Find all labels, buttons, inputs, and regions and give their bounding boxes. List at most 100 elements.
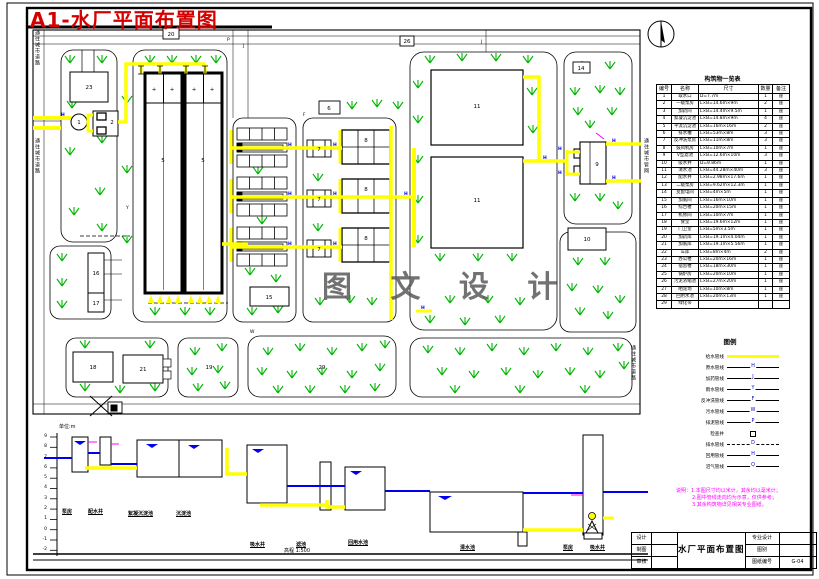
road-label-left-top: 通往城市道路 xyxy=(34,30,40,66)
pipe-h-marker: H xyxy=(421,306,425,311)
table-row: 26 污泥浓缩池 L×B=27m×20m 1 座 xyxy=(656,278,790,287)
tb-category-label: 图别 xyxy=(744,544,780,557)
box-6 xyxy=(318,100,341,115)
cell-size: L×B=18m×30m xyxy=(698,263,759,272)
col-header: 备注 xyxy=(772,84,790,94)
elevation-tick-value: 1 xyxy=(44,516,47,522)
cell-name: 加氯间 xyxy=(671,196,699,206)
cell-size: L×B=14.6m×9m xyxy=(698,100,759,109)
tb-check-label: 审核 xyxy=(631,556,652,569)
svg-text:16: 16 xyxy=(93,271,100,277)
pipe-letter-p: P xyxy=(227,38,230,43)
cell-name: 鼓风机房 xyxy=(671,144,699,154)
svg-text:+: + xyxy=(210,87,215,93)
pipe-h-marker: H xyxy=(288,242,292,247)
table-row: 24 宿舍楼 L×B=18m×30m 1 座 xyxy=(656,263,790,272)
table-row: 2 一级泵房 L×B=14.6m×9m 2 座 xyxy=(656,100,790,109)
profile-label-filter: 滤池 xyxy=(296,542,307,548)
pipe-letter-y: Y xyxy=(126,206,129,211)
cell-number: 27 xyxy=(656,285,672,294)
svg-text:7: 7 xyxy=(317,147,321,153)
cell-size: L×B=10m×8m xyxy=(698,285,759,294)
cell-note: 座 xyxy=(772,263,790,272)
table-title: 构筑物一览表 xyxy=(704,76,741,83)
elevation-tick-value: 0 xyxy=(44,526,47,532)
cell-note: 座 xyxy=(772,292,790,302)
cell-name: 一级泵房 xyxy=(671,100,699,109)
cell-name: 取水口 xyxy=(671,92,699,102)
cell-qty: 1 xyxy=(758,159,773,169)
legend-item: 检查井 xyxy=(684,428,784,439)
cell-name: 排水槽 xyxy=(671,130,699,139)
cell-size: L×B=16m×10m xyxy=(698,196,759,206)
svg-text:6: 6 xyxy=(327,106,331,112)
pipe-h-marker: H xyxy=(333,192,337,197)
cell-name: 晒泥场 xyxy=(671,285,699,294)
site-boundary xyxy=(32,29,641,415)
building-15 xyxy=(249,286,290,307)
water-pipes xyxy=(33,62,641,320)
svg-text:21: 21 xyxy=(140,367,147,373)
cell-qty: 2 xyxy=(758,100,773,109)
cell-size: L×B=27m×20m xyxy=(698,278,759,287)
cell-name: 变配电间 xyxy=(671,189,699,198)
cell-number: 21 xyxy=(656,241,672,250)
cell-number: 23 xyxy=(656,255,672,265)
svg-text:17: 17 xyxy=(93,301,100,307)
building-21 xyxy=(122,354,172,384)
cell-name: 车库 xyxy=(671,248,699,257)
building-23 xyxy=(69,50,109,103)
cell-number: 11 xyxy=(656,167,672,176)
cell-note: 座 xyxy=(772,144,790,154)
cell-note: 座 xyxy=(772,122,790,132)
cell-note: 座 xyxy=(772,115,790,124)
elevation-tick-value: -2 xyxy=(42,547,48,553)
cell-note: 座 xyxy=(772,189,790,198)
cell-note: 座 xyxy=(772,92,790,102)
cell-note: 座 xyxy=(772,255,790,265)
cell-qty: 3 xyxy=(758,167,773,176)
cell-number: 4 xyxy=(656,115,672,124)
svg-text:14: 14 xyxy=(578,66,585,72)
elevation-tick-value: -1 xyxy=(42,536,48,542)
cell-number: 5 xyxy=(656,122,672,132)
col-header: 名称 xyxy=(671,84,699,94)
sedimentation-tanks xyxy=(143,71,224,295)
legend-symbol-supply xyxy=(727,351,779,362)
legend-symbol-drain: D xyxy=(727,439,779,450)
cell-note: 座 xyxy=(772,100,790,109)
cell-size: L×B=14.4m×9.5m xyxy=(698,107,759,117)
cell-note: 座 xyxy=(772,107,790,117)
cell-qty xyxy=(758,300,773,309)
svg-text:19: 19 xyxy=(206,365,213,371)
svg-text:7: 7 xyxy=(317,247,321,253)
notes-label: 说明： xyxy=(676,488,692,494)
cell-note: 座 xyxy=(772,211,790,220)
cell-qty: 2 xyxy=(758,248,773,257)
cell-name: 宿舍楼 xyxy=(671,263,699,272)
cell-size: L×B=16m×16m xyxy=(698,122,759,132)
table-row: 9 V型滤池 L×B=12.6m×10m 3 座 xyxy=(656,152,790,161)
cell-name: 反冲洗泵房 xyxy=(671,137,699,146)
top-box xyxy=(399,35,415,47)
cell-size: L×B=9.62m×12.3m xyxy=(698,181,759,191)
cell-size: L×B=5m×3.5m xyxy=(698,226,759,235)
cell-size: L×B=14.8m×9m xyxy=(698,115,759,124)
gate-box xyxy=(162,27,180,40)
notes: 说明：1.本图尺寸均以米计，其余均以毫米计； 2.图中管线走向均为示意，仅供参考… xyxy=(676,488,812,509)
table-row: 13 二级泵房 L×B=9.62m×12.3m 1 座 xyxy=(656,181,790,191)
cell-number: 15 xyxy=(656,196,672,206)
table-row: 12 配水井 L×B=2.98m×17.6m 1 座 xyxy=(656,174,790,183)
cell-number: 2 xyxy=(656,100,672,109)
cell-note: 座 xyxy=(772,181,790,191)
cell-size: L×B=10m×7m xyxy=(698,211,759,220)
cell-qty: 1 xyxy=(758,107,773,117)
legend-symbol-reuse: H xyxy=(727,450,779,461)
note-line-1: 1.本图尺寸均以米计，其余均以毫米计； xyxy=(691,488,781,494)
cell-number: 6 xyxy=(656,130,672,139)
legend-symbol-rain: Y xyxy=(727,384,779,395)
pipe-h-marker: H xyxy=(61,113,65,118)
